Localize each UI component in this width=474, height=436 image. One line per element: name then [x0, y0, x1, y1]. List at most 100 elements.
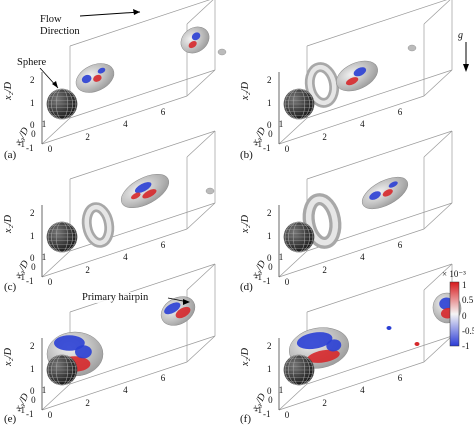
panel-label: (b)	[240, 149, 253, 161]
x2-axis-title: x₂/D	[3, 215, 14, 233]
box-edge	[278, 361, 425, 411]
x3-tick-label: 1	[41, 384, 47, 395]
x2-tick-label: 2	[30, 341, 35, 351]
vortex-ring-highlight	[84, 204, 112, 246]
negative-vorticity-patch	[164, 302, 181, 315]
x2-axis-title: x₂/D	[240, 348, 251, 366]
box-edge	[278, 383, 308, 411]
panel-label: (e)	[4, 413, 17, 425]
x2-tick-label: -1	[26, 275, 34, 286]
box-edge	[306, 0, 448, 47]
vortex-structure	[75, 63, 115, 93]
sphere	[46, 354, 78, 386]
vortex-fragment	[217, 48, 227, 56]
x2-tick-label: 2	[267, 341, 272, 351]
panel-e-plot	[41, 263, 216, 411]
x3-tick-label: 1	[278, 384, 284, 395]
x1-tick-label: 6	[397, 106, 403, 117]
x2-axis-title: x₂/D	[240, 215, 251, 233]
x2-tick-label: 1	[267, 363, 272, 374]
x3-tick-label: 0	[31, 261, 36, 272]
x2-tick-label: 2	[30, 75, 35, 85]
x1-tick-label: 6	[397, 239, 403, 250]
x1-tick-label: 2	[322, 397, 327, 408]
vortex-ring	[304, 62, 340, 108]
vortex-structure	[120, 173, 170, 209]
x1-tick-label: 6	[160, 372, 166, 383]
x1-tick-label: 6	[397, 372, 403, 383]
x2-tick-label: -1	[263, 275, 271, 286]
x3-tick-label: 0	[31, 394, 36, 405]
x2-axis-title: x₂/D	[3, 348, 14, 366]
box-edge	[186, 130, 216, 158]
x2-tick-label: -1	[26, 408, 34, 419]
x1-tick-label: 0	[284, 144, 290, 155]
flow-arrow-head	[133, 9, 140, 15]
negative-vorticity-patch	[54, 335, 85, 351]
x1-tick-label: 6	[160, 239, 166, 250]
box-edge	[186, 0, 214, 25]
box-edge	[423, 69, 453, 97]
sphere-label: Sphere	[17, 57, 47, 68]
panel-c-plot	[41, 130, 216, 278]
sphere	[46, 88, 78, 120]
x1-tick-label: 4	[123, 252, 128, 263]
box-edge	[423, 202, 453, 230]
x1-tick-label: 2	[85, 397, 90, 408]
box-edge	[306, 130, 453, 180]
positive-vorticity-patch	[93, 74, 102, 82]
vortex-ring-highlight	[305, 196, 339, 246]
box-edge	[306, 263, 453, 313]
positive-vorticity-patch	[175, 306, 191, 319]
vortex-structure	[180, 26, 210, 54]
box-edge	[69, 263, 216, 313]
sphere	[283, 88, 315, 120]
x2-tick-label: 0	[267, 120, 272, 130]
box-edge	[186, 335, 216, 363]
colorbar-tick: 1	[462, 280, 467, 290]
positive-vorticity-patch	[188, 40, 197, 49]
vortex-fragment	[386, 326, 392, 330]
x2-tick-label: -1	[263, 408, 271, 419]
x1-tick-label: 2	[85, 264, 90, 275]
colorbar-tick: 0.5	[462, 295, 474, 305]
x2-tick-label: 0	[30, 253, 35, 263]
panel-b-plot	[278, 0, 453, 145]
box-edge	[306, 69, 453, 119]
x3-tick-label: -1	[254, 138, 263, 149]
x3-tick-label: -1	[17, 271, 26, 282]
x3-tick-label: 0	[268, 128, 273, 139]
vortex-body	[120, 173, 170, 209]
x1-tick-label: 2	[322, 264, 327, 275]
x3-tick-label: 1	[41, 251, 47, 262]
x3-tick-label: 1	[41, 118, 47, 129]
box-edge	[41, 383, 71, 411]
positive-vorticity-patch	[142, 189, 157, 199]
box-edge	[69, 335, 216, 385]
box-edge	[186, 202, 216, 230]
x1-tick-label: 2	[322, 131, 327, 142]
box-edge	[278, 95, 425, 145]
colorbar-tick: -1	[462, 341, 470, 351]
x2-tick-label: 2	[30, 208, 35, 218]
x3-tick-label: -1	[254, 271, 263, 282]
box-edge	[186, 69, 216, 97]
x1-tick-label: 4	[123, 119, 128, 130]
negative-vorticity-patch	[326, 339, 342, 352]
x2-tick-label: 1	[267, 97, 272, 108]
vortex-structure	[361, 176, 409, 210]
flow-arrow-line	[79, 11, 141, 17]
x2-tick-label: -1	[263, 142, 271, 153]
panel-label: (c)	[4, 281, 17, 293]
box-edge	[423, 130, 453, 158]
box-edge	[278, 250, 308, 278]
x1-tick-label: 0	[47, 144, 53, 155]
x2-tick-label: 0	[267, 386, 272, 396]
x2-tick-label: 0	[30, 120, 35, 130]
x3-tick-label: -1	[254, 404, 263, 415]
x1-tick-label: 6	[160, 106, 166, 117]
positive-vorticity-patch	[131, 192, 141, 200]
x2-tick-label: 1	[30, 363, 35, 374]
negative-vorticity-patch	[191, 32, 201, 41]
